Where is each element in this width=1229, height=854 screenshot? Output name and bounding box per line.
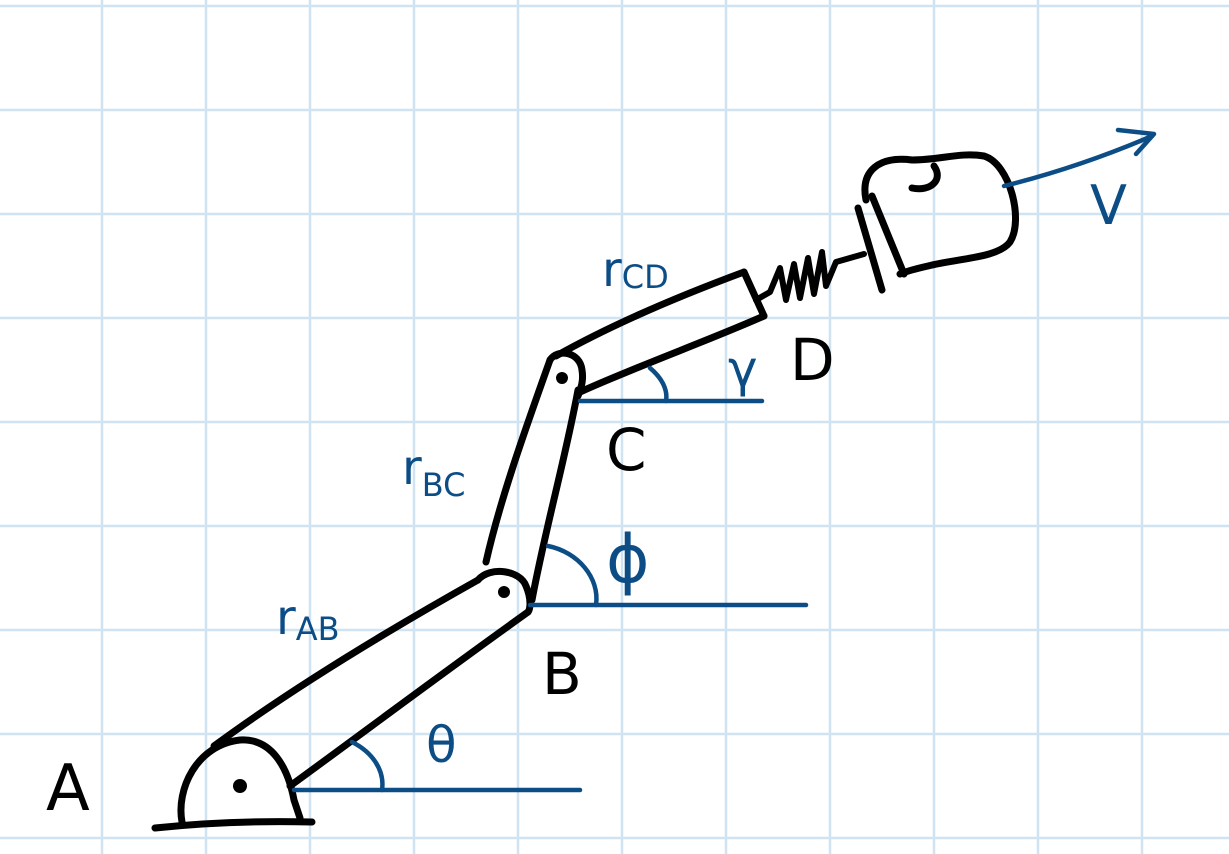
pivot-pin-a bbox=[233, 779, 247, 793]
angle-annotations bbox=[291, 365, 809, 793]
angle-arc-phi bbox=[545, 543, 599, 608]
angle-arc-gamma bbox=[647, 365, 669, 404]
label-point-b: B bbox=[542, 640, 582, 708]
label-angle-theta: θ bbox=[426, 716, 457, 774]
pivot-pin-c bbox=[556, 372, 568, 384]
spring bbox=[753, 249, 867, 303]
velocity-arrow bbox=[1001, 127, 1157, 189]
label-angle-gamma: γ bbox=[728, 340, 758, 398]
link-bc bbox=[482, 349, 586, 604]
label-link-cd: rCD bbox=[602, 242, 669, 298]
label-velocity: V bbox=[1090, 174, 1127, 237]
label-point-a: A bbox=[46, 752, 90, 826]
pivot-pin-b bbox=[498, 586, 510, 598]
joint-b-end bbox=[474, 567, 534, 616]
ground-support-a bbox=[151, 736, 316, 832]
end-effector-glove bbox=[854, 151, 1020, 294]
label-link-bc: rBC bbox=[402, 440, 465, 504]
label-point-c: C bbox=[606, 416, 647, 484]
link-cd bbox=[552, 268, 768, 396]
angle-arc-theta bbox=[349, 739, 385, 793]
label-link-ab: rAB bbox=[276, 590, 340, 648]
label-point-d: D bbox=[790, 326, 835, 394]
link-ab bbox=[210, 567, 534, 790]
ground-line bbox=[151, 818, 316, 832]
label-angle-phi: ϕ bbox=[606, 521, 650, 598]
pivot-mount bbox=[177, 736, 304, 826]
